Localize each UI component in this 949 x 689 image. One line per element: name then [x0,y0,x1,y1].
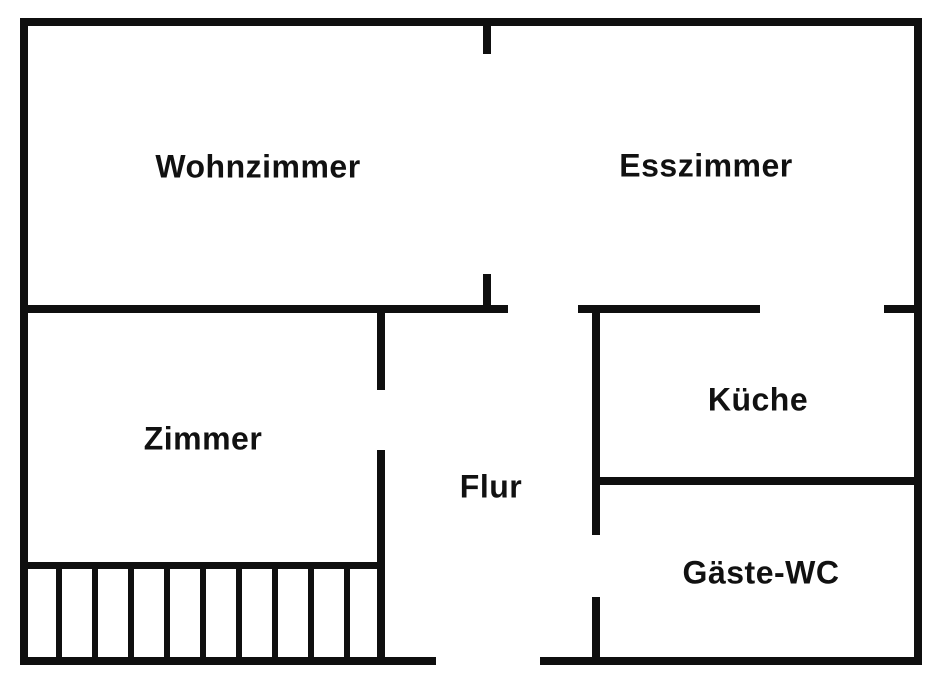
wall-outer-bottom-left [20,657,436,665]
wall-divider-bottom-stub [483,274,491,307]
room-label-esszimmer: Esszimmer [619,147,793,184]
wall-outer-bottom-right [540,657,922,665]
wall-middle-wall-right [884,305,922,313]
wall-zimmer-flur-upper [377,305,385,390]
wall-stairs-top-line [20,562,385,569]
stair-tread [92,566,98,661]
room-label-zimmer: Zimmer [143,420,263,457]
stair-tread [344,566,350,661]
room-label-kueche: Küche [707,381,809,418]
wall-outer-left [20,18,28,665]
stair-tread [200,566,206,661]
stair-tread [272,566,278,661]
wall-kueche-wc-wall [592,477,922,485]
room-label-wohnzimmer: Wohnzimmer [155,148,361,185]
stair-tread [236,566,242,661]
wall-flur-wc-lower [592,597,600,665]
wall-outer-top [20,18,922,26]
stair-tread [164,566,170,661]
wall-divider-top-stub [483,18,491,54]
wall-middle-wall-center [578,305,760,313]
wall-outer-right [914,18,922,665]
stair-tread [128,566,134,661]
room-label-gaeste-wc: Gäste-WC [682,554,840,591]
wall-middle-wall-left [20,305,508,313]
stair-tread [56,566,62,661]
wall-flur-wc-upper [592,305,600,535]
stair-tread [308,566,314,661]
room-label-flur: Flur [459,468,523,505]
wall-zimmer-flur-lower [377,450,385,665]
